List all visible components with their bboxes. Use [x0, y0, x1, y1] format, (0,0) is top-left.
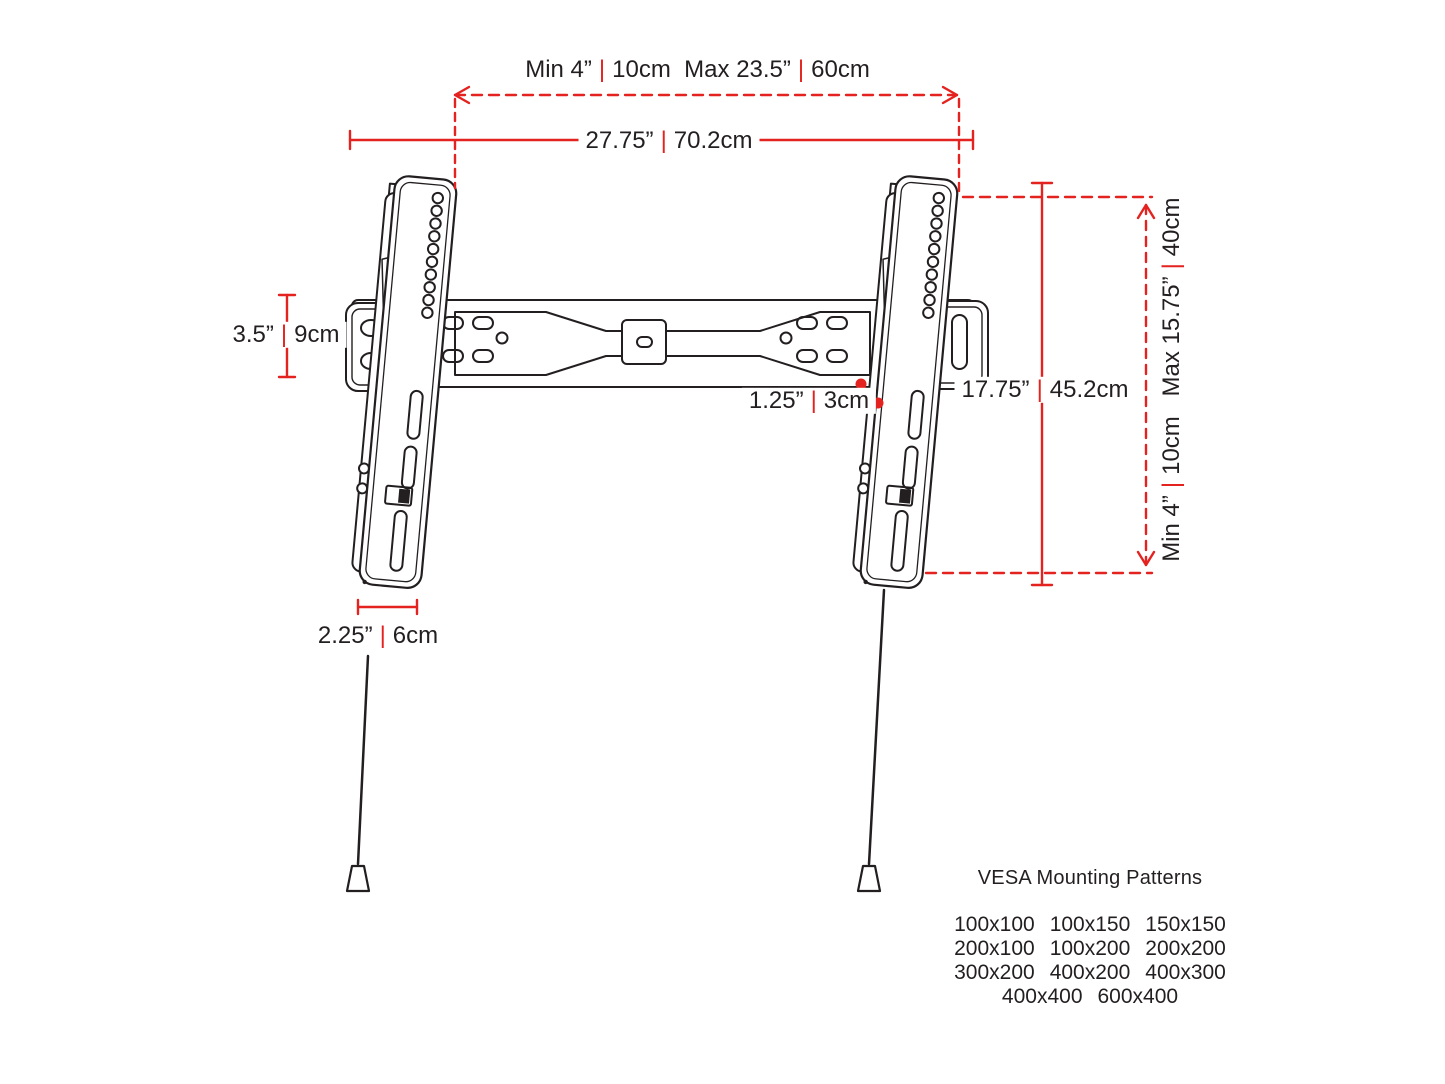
dimension-cm: 45.2cm [1049, 375, 1129, 403]
left-mount-arm [351, 175, 458, 589]
vesa-pattern: 600x400 [1097, 985, 1179, 1008]
vesa-row: 400x400 600x400 [950, 985, 1230, 1009]
arrow-up-icon [1136, 203, 1156, 220]
right-mount-arm [852, 175, 959, 589]
dimension-cm: 10cm [612, 55, 671, 83]
vesa-pattern: 200x100 [954, 937, 1035, 960]
dimension-label-side-max: Max 15.75” | 40cm [1157, 197, 1185, 397]
dimension-label-foot-width: 2.25”|6cm [310, 621, 446, 650]
dimension-cm: 40cm [1157, 197, 1185, 257]
separator: | [1157, 263, 1185, 270]
left-cord-tip [345, 864, 371, 893]
dimension-inches: Max 23.5” [684, 55, 791, 83]
dimension-cm: 70.2cm [673, 126, 753, 154]
separator: | [598, 55, 606, 83]
vesa-row: 100x100 100x150 150x150 [950, 913, 1230, 937]
vesa-rows: 100x100 100x150 150x150 200x100 100x200 … [950, 913, 1230, 1009]
vesa-title: VESA Mounting Patterns [977, 867, 1203, 889]
separator: | [1036, 375, 1043, 403]
vesa-pattern: 400x300 [1145, 961, 1226, 984]
dimension-inches: Min 4” [525, 55, 592, 83]
separator: | [1157, 481, 1185, 489]
dimension-label-top-max: Max 23.5”|60cm [684, 55, 870, 83]
vesa-pattern: 150x150 [1145, 913, 1226, 936]
dimension-inches: Min 4” [1157, 495, 1185, 562]
dimension-cm: 60cm [811, 55, 870, 83]
vesa-pattern: 100x200 [1049, 937, 1131, 960]
arrow-down-icon [1136, 550, 1156, 567]
separator: | [660, 126, 667, 154]
dimension-label-side-min: Min 4” | 10cm [1157, 416, 1185, 562]
dimension-inches: 3.5” [232, 320, 274, 348]
dimension-inches: 1.25” [748, 386, 804, 414]
pull-cords [345, 588, 886, 893]
vesa-pattern: 400x400 [1001, 985, 1083, 1008]
separator: | [797, 55, 805, 83]
dimension-cm: 10cm [1157, 416, 1185, 475]
separator: | [379, 621, 386, 649]
dimension-label-total-width: 27.75”|70.2cm [578, 126, 760, 155]
separator: | [810, 386, 817, 414]
dimension-cm: 9cm [294, 320, 340, 348]
right-cord-tip [856, 864, 882, 893]
wall-plate-center-clamp [621, 319, 667, 365]
vesa-pattern: 400x200 [1049, 961, 1131, 984]
dimension-inches: 17.75” [961, 375, 1030, 403]
dimension-cm: 6cm [392, 621, 439, 649]
dimension-inches: 27.75” [585, 126, 654, 154]
dimension-inches: Max 15.75” [1157, 276, 1185, 397]
vesa-row: 300x200 400x200 400x300 [950, 961, 1230, 985]
dimension-cm: 3cm [823, 386, 870, 414]
arrow-left-icon [453, 85, 471, 105]
dimension-inches: 2.25” [317, 621, 373, 649]
arrow-right-icon [941, 85, 959, 105]
vesa-patterns-block: VESA Mounting Patterns 100x100 100x150 1… [950, 865, 1230, 1009]
vesa-pattern: 300x200 [954, 961, 1035, 984]
dimension-label-center-offset: 1.25”|3cm [741, 386, 877, 415]
separator: | [280, 320, 288, 348]
vesa-row: 200x100 100x200 200x200 [950, 937, 1230, 961]
dimension-label-top-min: Min 4”|10cm [525, 55, 671, 83]
dimension-label-left-height: 3.5”|9cm [225, 320, 347, 349]
dimension-label-plate-height: 17.75”|45.2cm [954, 375, 1136, 404]
vesa-pattern: 100x100 [954, 913, 1035, 936]
vesa-pattern: 100x150 [1049, 913, 1131, 936]
vesa-pattern: 200x200 [1145, 937, 1226, 960]
